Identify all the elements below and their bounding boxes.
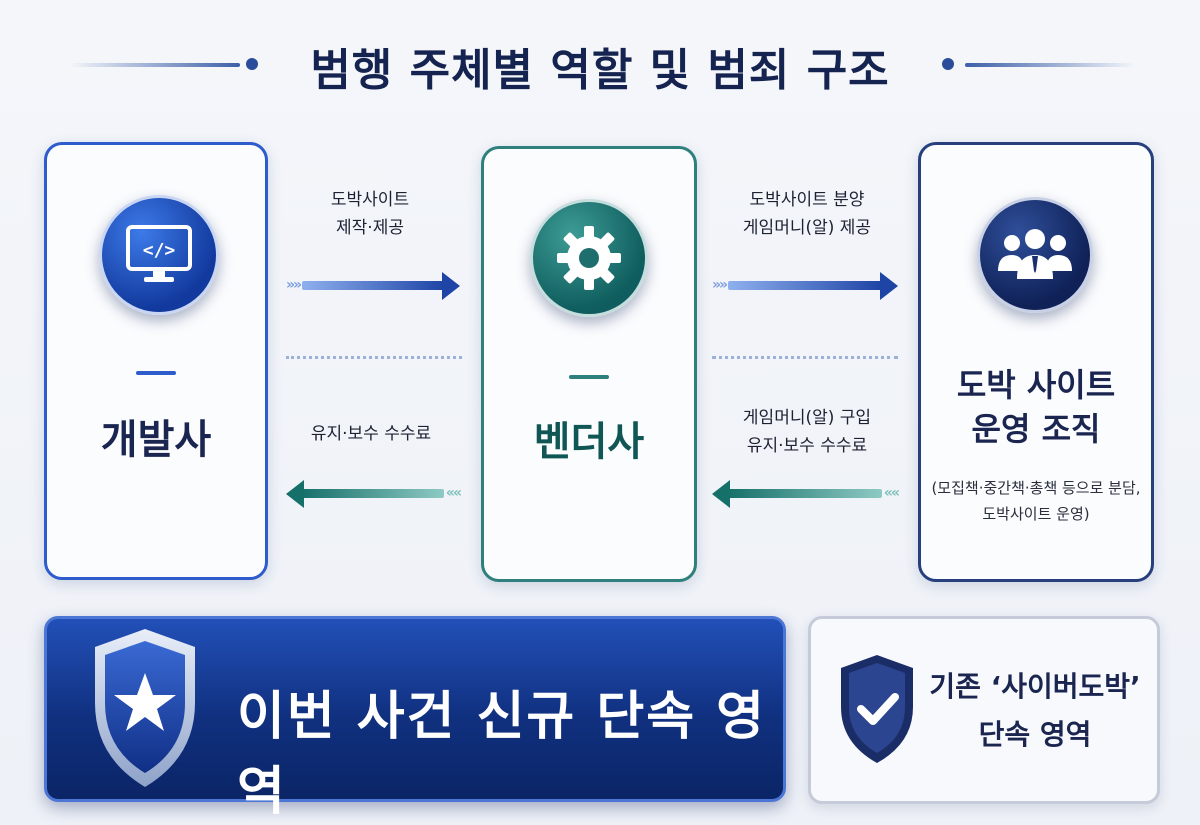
new-enforcement-banner: 이번 사건 신규 단속 영역 xyxy=(44,616,786,822)
arrow-op-to-vendor: «« xyxy=(712,480,900,508)
star-shield-icon xyxy=(95,629,195,787)
arrow-shaft xyxy=(728,489,882,498)
title-row: 범행 주체별 역할 및 범죄 구조 xyxy=(0,22,1200,96)
operator-description: (모집책·중간책·총책 등으로 분담, 도박사이트 운영) xyxy=(921,475,1151,527)
flow-label-vendor-to-dev: 유지·보수 수수료 xyxy=(278,420,464,448)
arrow-tail-chevrons: »» xyxy=(712,277,728,293)
arrow-vendor-to-op: »» xyxy=(712,272,898,300)
operator-label-line2: 운영 조직 xyxy=(971,410,1101,448)
gear-icon xyxy=(530,199,648,317)
arrow-dev-to-vendor: »» xyxy=(286,272,460,300)
people-group-icon xyxy=(977,197,1093,313)
arrow-head xyxy=(880,272,898,300)
arrow-head xyxy=(442,272,460,300)
operator-description-line1: (모집책·중간책·총책 등으로 분담, xyxy=(931,479,1141,497)
operator-card: 도박 사이트 운영 조직 (모집책·중간책·총책 등으로 분담, 도박사이트 운… xyxy=(918,142,1154,582)
operator-description-line2: 도박사이트 운영) xyxy=(982,505,1090,523)
flow-label-vendor-to-op-line2: 게임머니(알) 제공 xyxy=(742,218,872,238)
existing-enforcement-line2: 단속 영역 xyxy=(978,718,1092,751)
flow-label-dev-to-vendor: 도박사이트 제작·제공 xyxy=(280,186,460,242)
divider-dotted-right xyxy=(712,356,898,359)
vendor-label: 벤더사 xyxy=(533,419,645,465)
flow-label-op-to-vendor-line2: 유지·보수 수수료 xyxy=(746,436,868,456)
svg-text:</>: </> xyxy=(143,240,176,261)
existing-enforcement-box: 기존 ‘사이버도박’ 단속 영역 xyxy=(808,616,1160,804)
new-enforcement-label: 이번 사건 신규 단속 영역 xyxy=(237,687,766,822)
existing-enforcement-line1: 기존 ‘사이버도박’ xyxy=(929,670,1141,703)
arrow-head xyxy=(286,480,304,508)
title-decor-line-right xyxy=(965,63,1135,67)
arrow-vendor-to-dev: «« xyxy=(286,480,462,508)
flow-label-dev-to-vendor-line1: 도박사이트 xyxy=(330,190,410,210)
flow-label-op-to-vendor: 게임머니(알) 구입 유지·보수 수수료 xyxy=(712,404,902,460)
arrow-tail-chevrons: «« xyxy=(883,485,900,501)
check-shield-icon xyxy=(841,655,913,763)
arrow-tail-chevrons: «« xyxy=(445,485,462,501)
arrow-tail-chevrons: »» xyxy=(286,277,302,293)
flow-label-vendor-to-op-line1: 도박사이트 분양 xyxy=(749,190,865,210)
monitor-code-icon: </> xyxy=(99,195,219,315)
divider-dotted-left xyxy=(286,356,462,359)
developer-card: </> 개발사 xyxy=(44,142,268,580)
flow-label-op-to-vendor-line1: 게임머니(알) 구입 xyxy=(742,408,872,428)
title-decor-line-left xyxy=(70,63,240,67)
title-decor-dot-left xyxy=(246,58,258,70)
flow-label-vendor-to-dev-line1: 유지·보수 수수료 xyxy=(310,424,432,444)
developer-divider xyxy=(136,371,176,375)
title-decor-dot-right xyxy=(942,58,954,70)
flow-label-vendor-to-op: 도박사이트 분양 게임머니(알) 제공 xyxy=(712,186,902,242)
vendor-card: 벤더사 xyxy=(481,146,697,582)
arrow-shaft xyxy=(302,281,444,290)
existing-enforcement-label: 기존 ‘사이버도박’ 단속 영역 xyxy=(923,663,1147,759)
arrow-shaft xyxy=(728,281,882,290)
page-title: 범행 주체별 역할 및 범죄 구조 xyxy=(310,45,890,96)
developer-label: 개발사 xyxy=(100,417,212,463)
flow-label-dev-to-vendor-line2: 제작·제공 xyxy=(336,218,404,238)
operator-label-line1: 도박 사이트 xyxy=(956,366,1116,404)
arrow-head xyxy=(712,480,730,508)
operator-label: 도박 사이트 운영 조직 xyxy=(921,363,1151,451)
arrow-shaft xyxy=(302,489,444,498)
vendor-divider xyxy=(569,375,609,379)
